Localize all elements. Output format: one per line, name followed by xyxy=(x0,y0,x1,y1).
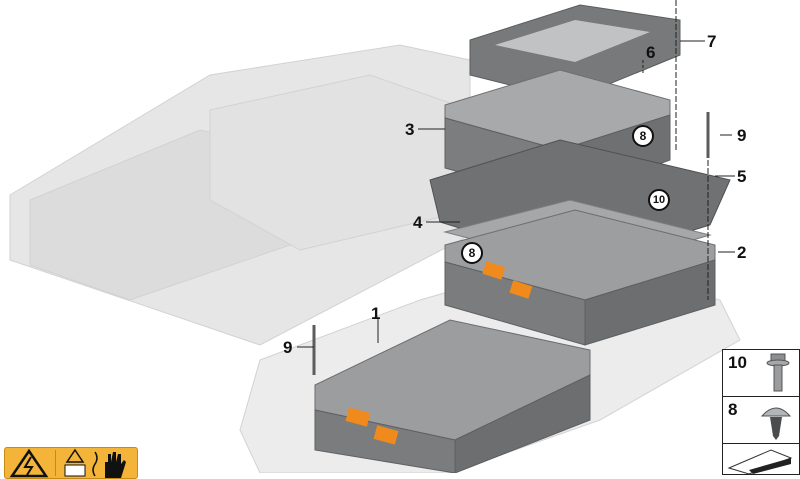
callout-9-right: 9 xyxy=(737,126,747,145)
circled-callout-8-upper: 8 xyxy=(632,125,654,147)
legend-item-10: 10 xyxy=(723,350,799,397)
callout-3: 3 xyxy=(405,120,415,139)
fastener-legend: 10 8 xyxy=(722,349,800,475)
part-1-module xyxy=(314,319,591,473)
legend-number: 10 xyxy=(728,353,747,372)
circled-callout-10: 10 xyxy=(648,189,670,211)
callout-1: 1 xyxy=(371,304,381,323)
leader-lines xyxy=(297,0,735,348)
read-manual-icon xyxy=(64,448,86,477)
high-voltage-warning-label xyxy=(4,447,138,479)
callout-4: 4 xyxy=(413,213,423,232)
callout-9-left: 9 xyxy=(283,338,293,357)
part-7-bracket xyxy=(469,4,681,101)
callout-6: 6 xyxy=(646,43,656,62)
circled-callout-8-lower: 8 xyxy=(461,242,483,264)
legend-item-wedge xyxy=(723,444,799,474)
no-touch-hand-icon xyxy=(92,451,126,478)
part-2-module xyxy=(444,209,716,346)
hex-flange-bolt-icon xyxy=(766,353,790,392)
callout-2: 2 xyxy=(737,243,747,262)
push-rivet-clip-icon xyxy=(760,407,792,440)
callout-7: 7 xyxy=(707,32,717,51)
legend-number: 8 xyxy=(728,400,738,419)
high-voltage-warning-icon xyxy=(9,448,49,478)
wedge-block-icon xyxy=(727,449,793,474)
callout-5: 5 xyxy=(737,167,747,186)
legend-item-8: 8 xyxy=(723,397,799,444)
